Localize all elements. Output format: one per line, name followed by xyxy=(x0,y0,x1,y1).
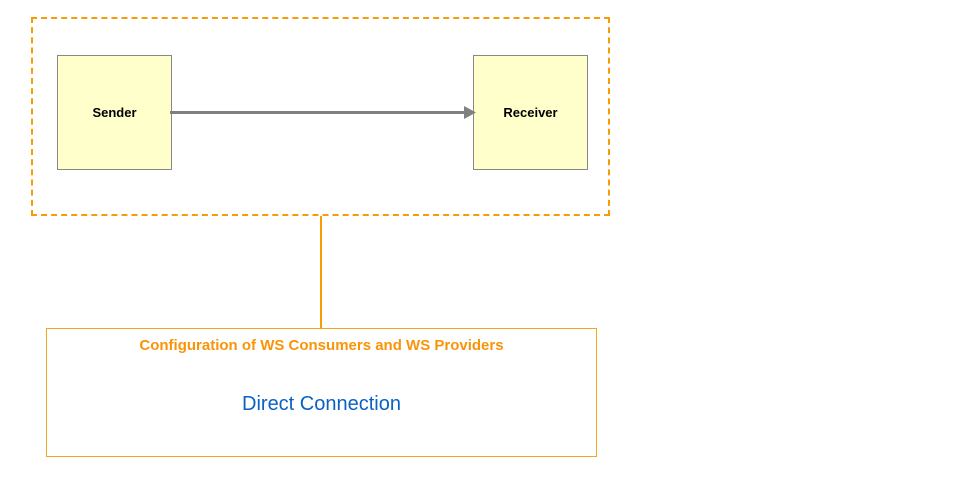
annotation-subtitle: Direct Connection xyxy=(242,393,401,415)
node-receiver-label: Receiver xyxy=(503,105,558,120)
annotation-title: Configuration of WS Consumers and WS Pro… xyxy=(139,337,504,354)
group-to-annotation-connector xyxy=(320,216,322,328)
edge-sender-to-receiver xyxy=(170,106,476,119)
annotation-box: Configuration of WS Consumers and WS Pro… xyxy=(46,328,597,457)
node-receiver[interactable]: Receiver xyxy=(473,55,588,170)
direct-connection-group xyxy=(31,17,610,216)
node-sender[interactable]: Sender xyxy=(57,55,172,170)
arrowhead-icon xyxy=(464,106,476,119)
node-sender-label: Sender xyxy=(92,105,137,120)
